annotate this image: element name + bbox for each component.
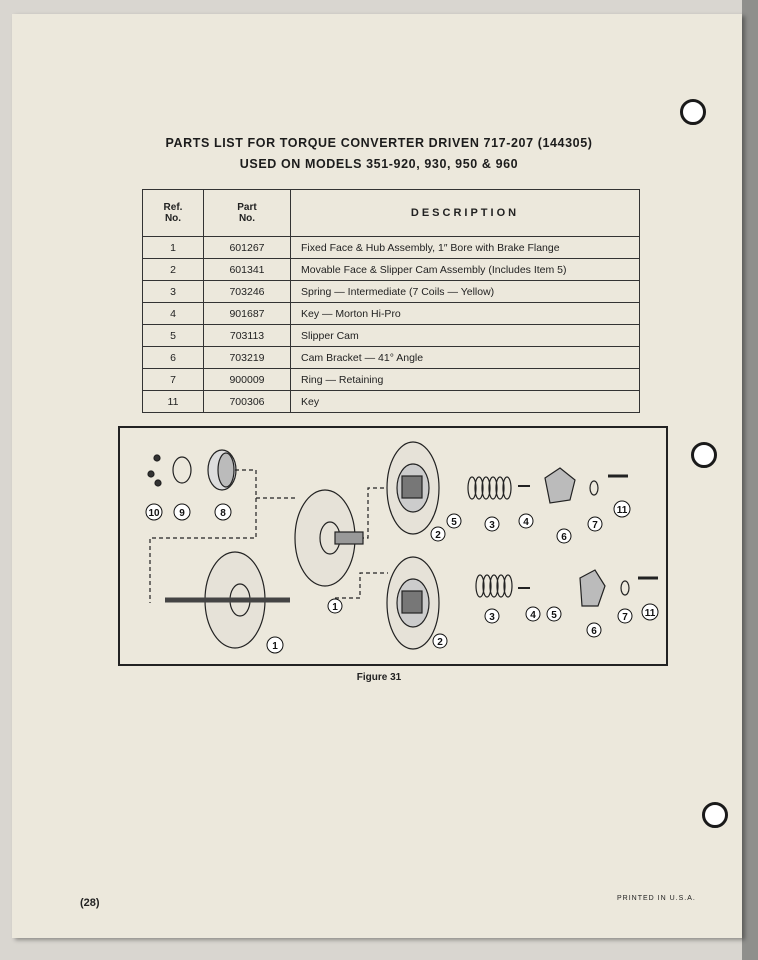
bolt-part <box>154 479 162 487</box>
printed-in-label: PRINTED IN U.S.A. <box>617 895 696 902</box>
part-cell: 601267 <box>203 236 291 259</box>
bolt-part <box>153 454 161 462</box>
ring-part <box>172 456 192 484</box>
retaining-ring <box>620 580 630 596</box>
callout-7: 7 <box>617 608 633 624</box>
desc-cell: Slipper Cam <box>290 324 640 347</box>
retaining-ring <box>589 480 599 496</box>
callout-8: 8 <box>214 503 232 521</box>
callout-3: 3 <box>484 608 500 624</box>
part-cell: 703246 <box>203 280 291 303</box>
callout-3: 3 <box>484 516 500 532</box>
callout-2: 2 <box>430 526 446 542</box>
part-cell: 901687 <box>203 302 291 325</box>
callout-9: 9 <box>173 503 191 521</box>
binder-hole <box>691 442 717 468</box>
part-cell: 700306 <box>203 390 291 413</box>
exploded-diagram: 10 9 8 1 1 2 5 3 4 6 7 11 2 3 4 5 6 7 11 <box>118 426 668 666</box>
cam-bracket <box>544 467 576 504</box>
callout-1: 1 <box>327 598 343 614</box>
header-ref: Ref.No. <box>142 189 204 237</box>
callout-11: 11 <box>613 500 631 518</box>
callout-6: 6 <box>586 622 602 638</box>
svg-text:7: 7 <box>592 520 598 531</box>
ref-cell: 1 <box>142 236 204 259</box>
desc-cell: Cam Bracket — 41° Angle <box>290 346 640 369</box>
callout-5: 5 <box>446 513 462 529</box>
svg-text:7: 7 <box>622 612 628 623</box>
svg-text:3: 3 <box>489 520 495 531</box>
page-number: (28) <box>80 897 100 909</box>
ref-cell: 4 <box>142 302 204 325</box>
svg-text:1: 1 <box>332 602 338 613</box>
desc-cell: Spring — Intermediate (7 Coils — Yellow) <box>290 280 640 303</box>
spring-part <box>475 574 513 598</box>
svg-text:10: 10 <box>148 508 160 519</box>
part-cell: 703113 <box>203 324 291 347</box>
part-cell: 900009 <box>203 368 291 391</box>
ref-cell: 7 <box>142 368 204 391</box>
binder-hole <box>702 802 728 828</box>
ref-cell: 5 <box>142 324 204 347</box>
background-edge <box>742 0 758 960</box>
part-cell: 703219 <box>203 346 291 369</box>
svg-text:8: 8 <box>220 508 226 519</box>
desc-cell: Fixed Face & Hub Assembly, 1″ Bore with … <box>290 236 640 259</box>
svg-text:2: 2 <box>437 637 443 648</box>
desc-cell: Key — Morton Hi-Pro <box>290 302 640 325</box>
title-line-2: USED ON MODELS 351-920, 930, 950 & 960 <box>239 157 519 171</box>
svg-text:3: 3 <box>489 612 495 623</box>
header-description: DESCRIPTION <box>290 189 640 237</box>
ref-cell: 6 <box>142 346 204 369</box>
svg-text:6: 6 <box>561 532 567 543</box>
desc-cell: Ring — Retaining <box>290 368 640 391</box>
svg-text:5: 5 <box>451 517 457 528</box>
part-cell: 601341 <box>203 258 291 281</box>
callout-7: 7 <box>587 516 603 532</box>
desc-cell: Key <box>290 390 640 413</box>
callout-1: 1 <box>266 636 284 654</box>
svg-text:11: 11 <box>617 505 628 516</box>
svg-text:4: 4 <box>523 517 529 528</box>
ref-cell: 3 <box>142 280 204 303</box>
ref-cell: 2 <box>142 258 204 281</box>
svg-text:9: 9 <box>179 508 185 519</box>
svg-text:5: 5 <box>551 610 557 621</box>
figure-caption: Figure 31 <box>356 672 402 683</box>
callout-6: 6 <box>556 528 572 544</box>
bolt-part <box>147 470 155 478</box>
binder-hole <box>680 99 706 125</box>
svg-text:6: 6 <box>591 626 597 637</box>
callout-2: 2 <box>432 633 448 649</box>
title-line-1: PARTS LIST FOR TORQUE CONVERTER DRIVEN 7… <box>165 136 593 150</box>
callout-11: 11 <box>641 603 659 621</box>
cam-bracket <box>579 569 606 607</box>
ref-cell: 11 <box>142 390 204 413</box>
callout-5: 5 <box>546 606 562 622</box>
callout-4: 4 <box>525 606 541 622</box>
callout-layer: 10 9 8 1 1 2 5 3 4 6 7 11 2 3 4 5 6 7 11 <box>145 500 659 654</box>
spring-part <box>467 476 512 500</box>
svg-text:4: 4 <box>530 610 536 621</box>
svg-text:2: 2 <box>435 530 441 541</box>
desc-cell: Movable Face & Slipper Cam Assembly (Inc… <box>290 258 640 281</box>
callout-4: 4 <box>518 513 534 529</box>
svg-text:11: 11 <box>645 608 656 619</box>
diagram-drawing <box>147 441 658 650</box>
hub-part <box>334 531 364 545</box>
callout-10: 10 <box>145 503 163 521</box>
svg-text:1: 1 <box>272 641 278 652</box>
